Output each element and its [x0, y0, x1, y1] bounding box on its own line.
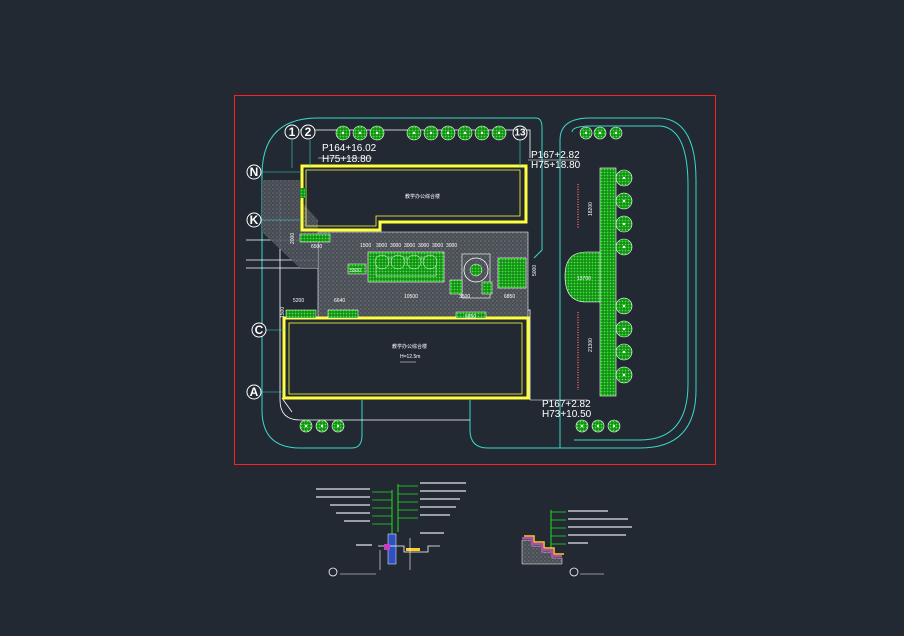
dim-label: 10500 [404, 294, 418, 300]
dim-label: 5200 [293, 298, 304, 304]
grid-bubble-1[interactable] [284, 124, 300, 140]
tree-layer [299, 125, 633, 433]
tree-center [412, 131, 416, 135]
building-north-label: 教学办公综合楼 [405, 193, 440, 200]
tree-center [596, 424, 600, 428]
east-garden [564, 167, 617, 397]
tree-center [358, 131, 362, 135]
dim-label: 2000 [290, 233, 296, 244]
dim-label: 1500 [280, 307, 286, 318]
dim-label: 6850 [465, 314, 476, 320]
tree-center [429, 131, 433, 135]
elevation-annotations: P164+16.02 H75+18.80 P167+2.82 H75+18.80… [318, 143, 592, 420]
grid-bubble-n[interactable] [246, 164, 262, 180]
grid-bubble-a[interactable] [246, 384, 262, 400]
elevation-top-right-p: P167+2.82 [531, 150, 580, 161]
dim-label: 3000 [418, 243, 429, 249]
building-south-sublabel: H=12.5m [400, 354, 420, 360]
dim-label: 1500 [360, 243, 371, 249]
grid-label-2: 2 [305, 125, 312, 139]
tree-center [614, 131, 618, 135]
grid-label-k: K [250, 213, 259, 227]
grid-label-a: A [250, 385, 259, 399]
tree-center [497, 131, 501, 135]
dim-label: 3500 [459, 294, 470, 300]
elevation-bottom-right-p: P167+2.82 [542, 399, 591, 410]
grid-bubble-k[interactable] [246, 212, 262, 228]
tree-center [320, 424, 324, 428]
dim-label: 3000 [446, 243, 457, 249]
dim-label: 13700 [577, 276, 591, 282]
tree-center [612, 424, 616, 428]
tree-center [622, 350, 626, 354]
dim-label: 18200 [588, 202, 594, 216]
tree-center [622, 199, 626, 203]
tree-center [341, 131, 345, 135]
tree-center [336, 424, 340, 428]
tree-center [304, 424, 308, 428]
tree-center [580, 424, 584, 428]
elevation-top-left-p: P164+16.02 [322, 143, 377, 154]
building-south-label: 教学办公综合楼 [392, 343, 427, 350]
building-north [300, 164, 528, 232]
tree-center [463, 131, 467, 135]
tree-center [584, 131, 588, 135]
dim-label: 3000 [376, 243, 387, 249]
grid-bubble-c[interactable] [251, 322, 267, 338]
tree-center [598, 131, 602, 135]
dim-label: 5500 [350, 268, 361, 274]
dim-label: 21300 [588, 338, 594, 352]
drawing-frame [234, 95, 716, 465]
tree-center [622, 245, 626, 249]
elevation-top-right-h: H75+18.80 [531, 160, 581, 171]
tree-center [622, 327, 626, 331]
dim-label: 6640 [334, 298, 345, 304]
tree-center [375, 131, 379, 135]
grid-bubble-13[interactable] [512, 125, 528, 141]
elevation-top-left-h: H75+18.80 [322, 154, 372, 165]
grid-label-1: 1 [289, 125, 296, 139]
dim-label: 3000 [432, 243, 443, 249]
tree-center [480, 131, 484, 135]
building-south [282, 316, 530, 400]
grid-label-n: N [250, 165, 259, 179]
tree-center [622, 373, 626, 377]
tree-center [622, 304, 626, 308]
tree-center [622, 176, 626, 180]
left-hatch [262, 180, 318, 268]
dimension-labels: 1500 3000 3000 3000 3000 3000 3000 5500 … [280, 202, 594, 352]
detail-section-right [521, 510, 632, 577]
grid-bubble-2[interactable] [300, 124, 316, 140]
grid-axes: 1 2 13 N K C A [246, 124, 528, 400]
grid-label-13: 13 [514, 128, 526, 139]
grid-label-c: C [255, 323, 264, 337]
road-outline [261, 117, 697, 449]
dim-label: 6850 [504, 294, 515, 300]
dim-label: 5000 [532, 265, 538, 276]
central-garden [285, 188, 527, 319]
detail-section-left [316, 482, 466, 577]
dim-label: 3000 [404, 243, 415, 249]
tree-center [622, 222, 626, 226]
elevation-bottom-right-h: H73+10.50 [542, 409, 592, 420]
dim-label: 6500 [311, 244, 322, 250]
tree-center [446, 131, 450, 135]
dim-label: 3000 [390, 243, 401, 249]
